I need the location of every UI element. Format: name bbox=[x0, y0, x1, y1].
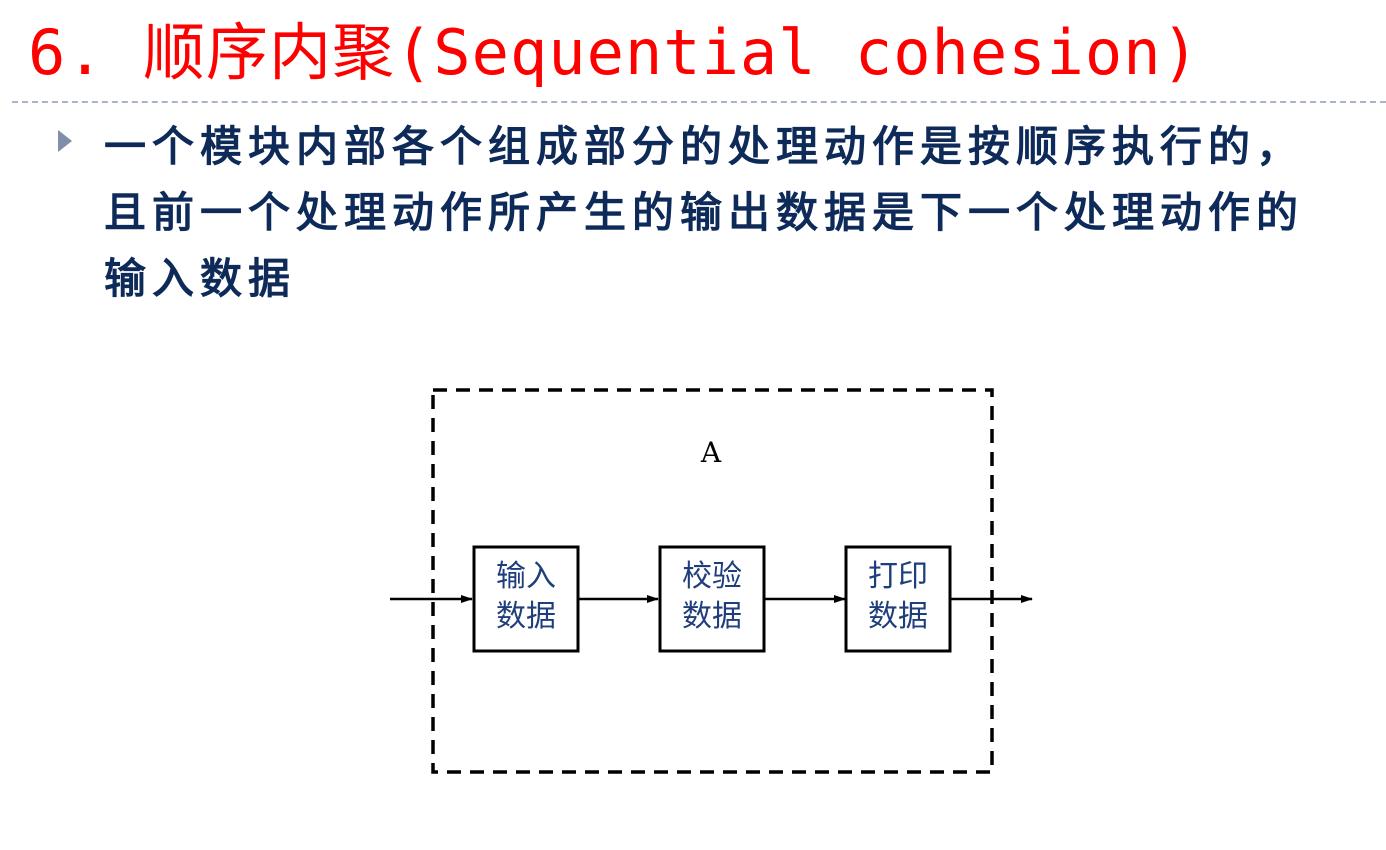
step-box-print-data: 打印 数据 bbox=[844, 545, 952, 653]
step-box-input-data: 输入 数据 bbox=[472, 545, 580, 653]
step-label-line1: 打印 bbox=[868, 559, 928, 594]
module-boundary bbox=[431, 388, 994, 774]
slide-title: 6. 顺序内聚(Sequential cohesion) bbox=[28, 16, 1200, 89]
module-label: A bbox=[700, 436, 722, 469]
step-label-line2: 数据 bbox=[868, 599, 928, 634]
step-label-line2: 数据 bbox=[682, 599, 742, 634]
bullet-triangle-icon bbox=[58, 130, 72, 152]
bullet-text: 一个模块内部各个组成部分的处理动作是按顺序执行的，且前一个处理动作所产生的输出数… bbox=[104, 122, 1305, 303]
step-label-line1: 校验 bbox=[682, 559, 742, 594]
step-box-validate-data: 校验 数据 bbox=[658, 545, 766, 653]
step-label-line1: 输入 bbox=[496, 559, 556, 594]
step-label-line2: 数据 bbox=[496, 599, 556, 634]
title-divider bbox=[12, 101, 1386, 103]
